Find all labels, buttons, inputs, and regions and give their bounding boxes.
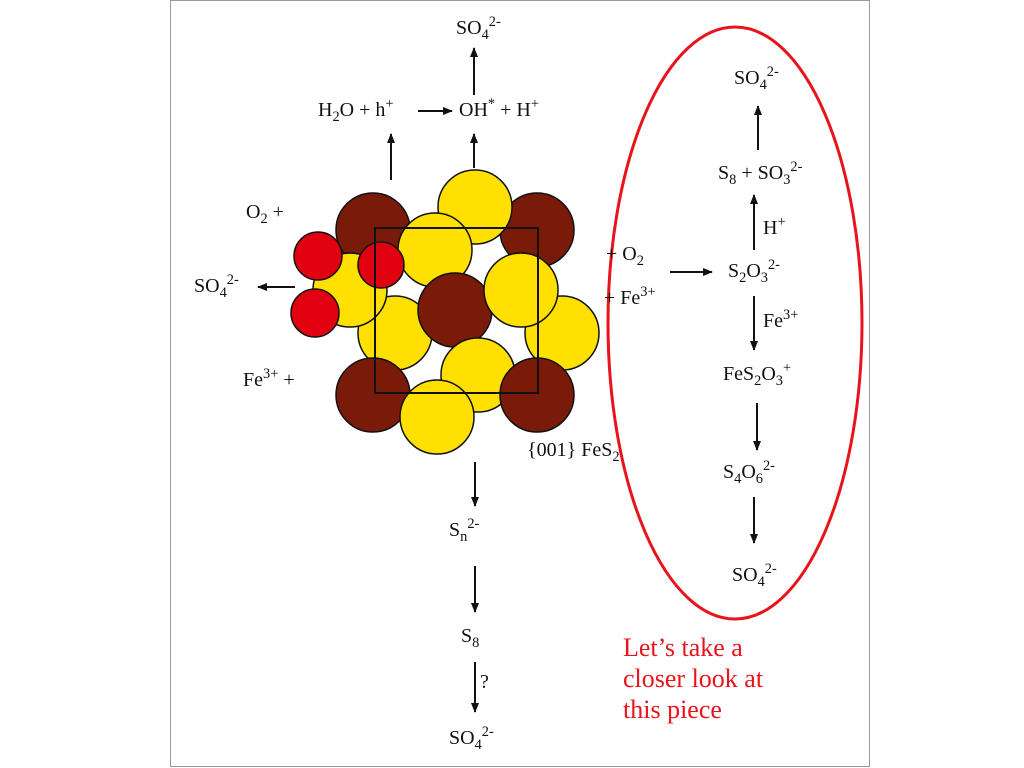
chain-sulfate-top-label: SO42-: [734, 64, 779, 94]
ferric-plus-label: Fe3+ +: [243, 366, 295, 391]
reaction-arrows: [257, 47, 762, 713]
right-ferric-label: + Fe3+: [604, 284, 656, 309]
water-hole-label: H2O + h+: [318, 96, 394, 126]
oxygen-plus-label: O2 +: [246, 201, 284, 228]
iron-atom: [417, 272, 493, 348]
callout-line-3: this piece: [623, 695, 722, 725]
callout-line-1: Let’s take a: [623, 633, 743, 662]
unknown-step-label: ?: [480, 671, 489, 693]
iron-atom: [335, 357, 411, 433]
top-sulfate-label: SO42-: [456, 14, 501, 44]
chain-s8-sulfite-label: S8 + SO32-: [718, 159, 803, 189]
oxygen-atom: [293, 231, 343, 281]
elemental-sulfur-label: S8: [461, 625, 480, 652]
sulfur-atom: [399, 379, 475, 455]
oxygen-atom: [290, 288, 340, 338]
polysulfide-label: Sn2-: [449, 516, 480, 546]
highlight-ellipse: [606, 25, 864, 621]
chain-tetrathionate-label: S4O62-: [723, 458, 775, 488]
callout-note: Let’s take a closer look at this piece: [623, 632, 843, 726]
sulfur-atom: [483, 252, 559, 328]
right-oxygen-label: + O2: [606, 243, 644, 270]
chain-iron-thiosulfate-label: FeS2O3+: [723, 360, 792, 390]
chain-proton-label: H+: [763, 214, 786, 239]
hydroxyl-radical-label: OH* + H+: [459, 96, 539, 121]
left-sulfate-label: SO42-: [194, 272, 239, 302]
chain-ferric-label: Fe3+: [763, 307, 799, 332]
oxygen-atom: [357, 241, 405, 289]
callout-line-2: closer look at: [623, 664, 764, 694]
chain-sulfate-bottom-label: SO42-: [732, 561, 777, 591]
unit-cell-outline: [374, 227, 539, 394]
crystal-face-label: {001} FeS2: [527, 439, 620, 466]
fes2-crystal-cluster: [290, 169, 600, 455]
chain-thiosulfate-label: S2O32-: [728, 257, 780, 287]
bottom-sulfate-label: SO42-: [449, 724, 494, 754]
